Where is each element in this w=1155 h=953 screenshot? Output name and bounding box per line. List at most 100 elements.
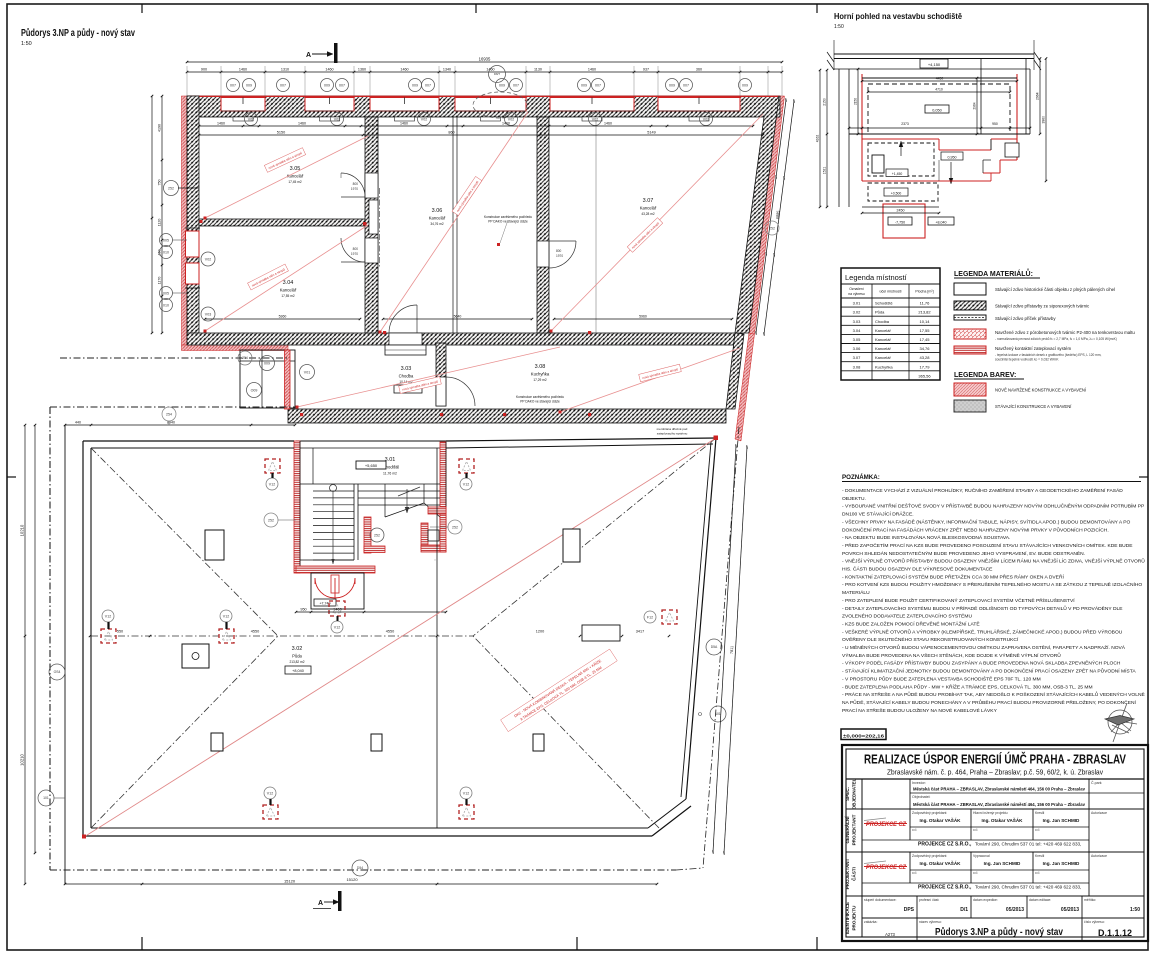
svg-text:800: 800 [353, 247, 359, 251]
svg-text:HIS. ČÁSTI BUDOU OSAZENY DLE V: HIS. ČÁSTI BUDOU OSAZENY DLE VÝKRESOVÉ D… [842, 566, 993, 573]
svg-text:05/2013: 05/2013 [1006, 907, 1024, 913]
svg-text:Zodpovědný projektant: Zodpovědný projektant [912, 811, 947, 815]
svg-text:5149: 5149 [647, 131, 655, 135]
svg-text:- U MĚNĚNÝCH OTVORŮ BUDOU VÁPE: - U MĚNĚNÝCH OTVORŮ BUDOU VÁPENOCEMENTOV… [842, 643, 1126, 651]
svg-text:Kancelář: Kancelář [287, 174, 304, 179]
svg-text:A273: A273 [885, 932, 895, 937]
svg-text:11,76 m2: 11,76 m2 [383, 472, 397, 476]
svg-text:DIČ: DIČ [973, 827, 978, 832]
svg-text:Navržené zdivo z pórobetonovýc: Navržené zdivo z pórobetonových tvárnic … [995, 330, 1135, 335]
svg-text:750: 750 [158, 180, 162, 186]
svg-text:5150: 5150 [277, 131, 285, 135]
svg-text:měřítko:: měřítko: [1084, 898, 1096, 902]
svg-text:1460: 1460 [298, 122, 306, 126]
svg-text:V01: V01 [304, 370, 310, 374]
svg-text:+5,650: +5,650 [365, 463, 378, 468]
svg-text:Hlavní inženýr projektu: Hlavní inženýr projektu [973, 811, 1008, 815]
svg-text:3.02: 3.02 [853, 310, 862, 315]
svg-text:V02: V02 [592, 117, 598, 121]
svg-text:007: 007 [230, 83, 236, 87]
svg-text:součinitel tepelné vodivosti λ: součinitel tepelné vodivosti λD = 0,032 … [995, 358, 1059, 362]
svg-text:Plocha [m²]: Plocha [m²] [915, 290, 933, 294]
svg-text:252: 252 [374, 533, 380, 537]
svg-text:1:50: 1:50 [1130, 907, 1140, 913]
svg-text:2373: 2373 [901, 122, 909, 126]
svg-text:PROJEKTANT: PROJEKTANT [852, 814, 857, 845]
svg-text:profesní část:: profesní část: [919, 898, 939, 902]
svg-text:009: 009 [499, 83, 505, 87]
svg-text:název výkresu:: název výkresu: [919, 920, 942, 924]
svg-text:1460: 1460 [588, 68, 596, 72]
svg-text:Stávající zdivo přístavby ze s: Stávající zdivo přístavby ze siporexovýc… [995, 304, 1090, 309]
svg-text:Ing. Otakar VAŠÁK: Ing. Otakar VAŠÁK [919, 859, 961, 866]
svg-text:860: 860 [448, 131, 454, 135]
svg-text:DIČ: DIČ [1035, 827, 1040, 832]
svg-text:3.08: 3.08 [853, 364, 862, 369]
svg-text:PROJEKCE CZ S.R.O.,: PROJEKCE CZ S.R.O., [918, 842, 972, 848]
svg-text:V02: V02 [703, 117, 709, 121]
svg-text:17,45 m2: 17,45 m2 [288, 180, 302, 184]
svg-text:+4,150: +4,150 [928, 62, 941, 67]
svg-text:Stávající zdivo historické čás: Stávající zdivo historické části objektu… [995, 287, 1115, 292]
svg-text:440: 440 [75, 421, 81, 425]
svg-text:005: 005 [163, 238, 169, 242]
svg-text:membrána difuzně pod: membrána difuzně pod [657, 427, 688, 431]
svg-text:- V PROSTORU PŮDY BUDE ZATEPLE: - V PROSTORU PŮDY BUDE ZATEPLENA VESTAVB… [842, 674, 1041, 682]
svg-text:Objednatel:: Objednatel: [912, 795, 930, 799]
svg-text:Půdorys 3.NP a půdy - nový sta: Půdorys 3.NP a půdy - nový stav [21, 28, 135, 39]
svg-text:- PRÁCE NA STŘEŠE A NA PŮDĚ BU: - PRÁCE NA STŘEŠE A NA PŮDĚ BUDOU PROBÍH… [842, 690, 1145, 698]
svg-text:V02: V02 [248, 117, 254, 121]
svg-text:3.03: 3.03 [853, 319, 862, 324]
svg-text:- NA OBJEKTU BUDE INSTALOVÁNA: - NA OBJEKTU BUDE INSTALOVÁNA NOVÁ BLESK… [842, 534, 1010, 541]
svg-text:Č.park: Č.park [1091, 780, 1102, 785]
svg-text:stupeň dokumentace:: stupeň dokumentace: [864, 898, 896, 902]
svg-text:Kreslil: Kreslil [1035, 854, 1044, 858]
svg-text:V02: V02 [205, 257, 211, 261]
svg-text:1:50: 1:50 [21, 41, 32, 47]
svg-text:10,14: 10,14 [919, 319, 930, 324]
svg-text:PROJEKCE CZ S.R.O.,: PROJEKCE CZ S.R.O., [918, 885, 972, 891]
svg-text:PROJEKCE CZ: PROJEKCE CZ [866, 865, 906, 871]
svg-text:V02: V02 [508, 117, 514, 121]
svg-text:34,76: 34,76 [919, 346, 930, 351]
svg-text:11,76: 11,76 [920, 301, 930, 306]
svg-text:Kancelář: Kancelář [429, 216, 446, 221]
svg-text:252: 252 [168, 186, 174, 190]
svg-text:ČÁSTI: ČÁSTI [851, 867, 857, 881]
svg-text:Městská část PRAHA – ZBRASLAV,: Městská část PRAHA – ZBRASLAV, Zbraslavs… [913, 802, 1085, 807]
svg-text:2964: 2964 [1036, 92, 1040, 100]
svg-text:05/2013: 05/2013 [1061, 907, 1079, 913]
svg-text:900: 900 [201, 68, 207, 72]
svg-text:- STÁVAJÍCÍ KLIMATIZAČNÍ JEDNO: - STÁVAJÍCÍ KLIMATIZAČNÍ JEDNOTKY BUDOU … [842, 667, 1136, 675]
svg-text:009: 009 [264, 361, 270, 365]
svg-text:1310: 1310 [281, 68, 289, 72]
svg-text:2150: 2150 [823, 98, 827, 106]
svg-text:Ing. Jan SCHMID: Ing. Jan SCHMID [1043, 818, 1080, 823]
svg-text:PP DAKO ve stávající stáže: PP DAKO ve stávající stáže [488, 220, 528, 224]
svg-text:010: 010 [163, 250, 169, 254]
svg-text:Kancelář: Kancelář [875, 337, 891, 342]
svg-text:009: 009 [742, 83, 748, 87]
svg-text:15120: 15120 [284, 879, 296, 884]
svg-text:5960: 5960 [639, 315, 647, 319]
svg-text:950: 950 [992, 122, 998, 126]
svg-text:OBJEDNATEL: OBJEDNATEL [852, 778, 857, 809]
svg-text:- BUDE ZATEPLENA PODLAHA PŮDY: - BUDE ZATEPLENA PODLAHA PŮDY - MW + KŘÍ… [842, 682, 1093, 690]
svg-text:Ing. Otakar VAŠÁK: Ing. Otakar VAŠÁK [919, 816, 961, 823]
svg-text:1970: 1970 [351, 252, 358, 256]
svg-text:D.1.1.12: D.1.1.12 [1098, 928, 1132, 938]
svg-text:Stávající zdivo příček přístav: Stávající zdivo příček přístavby [995, 316, 1056, 321]
svg-text:NOVĚ NAVRŽENÉ KONSTRUKCE A VYB: NOVĚ NAVRŽENÉ KONSTRUKCE A VYBAVENÍ [995, 388, 1087, 393]
svg-text:V12: V12 [223, 614, 229, 618]
svg-text:Ing. Jan SCHMID: Ing. Jan SCHMID [1043, 861, 1080, 866]
svg-text:007: 007 [425, 83, 431, 87]
svg-text:360: 360 [696, 68, 702, 72]
svg-text:V12: V12 [267, 791, 273, 795]
svg-text:43,28: 43,28 [919, 355, 930, 360]
svg-text:Chodba: Chodba [399, 374, 414, 379]
svg-text:1200: 1200 [536, 630, 544, 634]
svg-text:252: 252 [268, 518, 274, 522]
svg-text:3.06: 3.06 [432, 208, 443, 214]
svg-text:Legenda místností: Legenda místností [845, 273, 908, 282]
svg-text:6885: 6885 [776, 210, 781, 219]
